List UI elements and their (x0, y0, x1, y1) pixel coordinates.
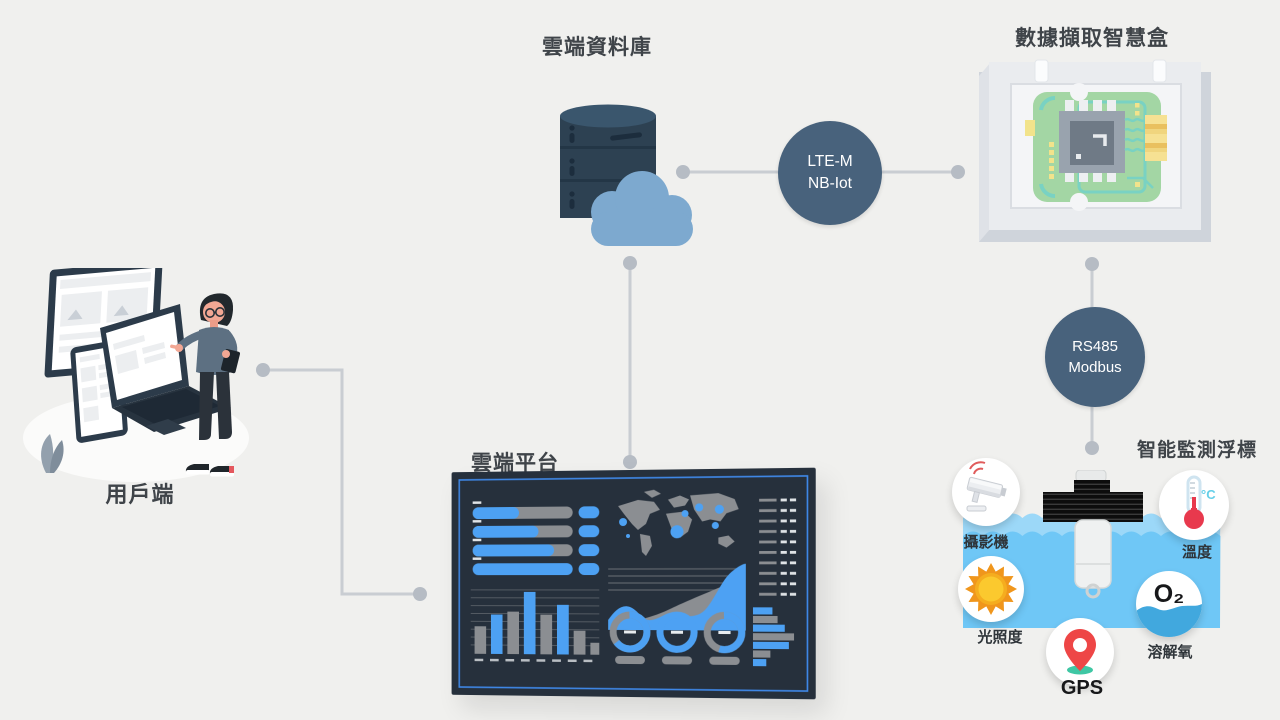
dashboard-screen (452, 468, 816, 700)
rs485-label-line1: RS485 (1072, 336, 1118, 357)
camera-label: 攝影機 (963, 531, 1008, 552)
lte-label-line2: NB-Iot (808, 173, 852, 195)
client-devices-illustration (18, 268, 258, 483)
circuit-board-box-icon (975, 58, 1215, 258)
gps-label: GPS (1061, 677, 1103, 700)
thermometer-icon (1159, 470, 1229, 540)
temperature-unit: °C (1201, 487, 1216, 502)
sun-icon (959, 557, 1023, 621)
lte-connection-node: LTE-M NB-Iot (778, 121, 882, 225)
temperature-sensor-badge: °C (1159, 470, 1229, 540)
database-cloud-icon (552, 100, 707, 255)
connector-client-to-platform (263, 370, 420, 594)
lte-label-line1: LTE-M (807, 151, 852, 173)
gps-pin-icon (1046, 618, 1114, 686)
rs485-connection-node: RS485 Modbus (1045, 307, 1145, 407)
cloud-database-title: 雲端資料庫 (542, 31, 652, 61)
gps-sensor-badge (1046, 618, 1114, 686)
oxygen-symbol: O₂ (1154, 580, 1185, 609)
rs485-label-line2: Modbus (1068, 357, 1121, 378)
light-sensor-badge (958, 556, 1024, 622)
smart-box-title: 數據擷取智慧盒 (1015, 22, 1169, 52)
buoy-title: 智能監測浮標 (1137, 435, 1257, 462)
temperature-label: 溫度 (1182, 541, 1212, 562)
camera-icon (955, 461, 1017, 523)
dissolved-oxygen-sensor-badge: O₂ (1136, 571, 1202, 637)
camera-sensor-badge (952, 458, 1020, 526)
client-title: 用戶端 (105, 477, 174, 509)
light-label: 光照度 (977, 626, 1022, 647)
dissolved-oxygen-label: 溶解氧 (1147, 641, 1192, 662)
dashboard-graphic (452, 468, 816, 700)
